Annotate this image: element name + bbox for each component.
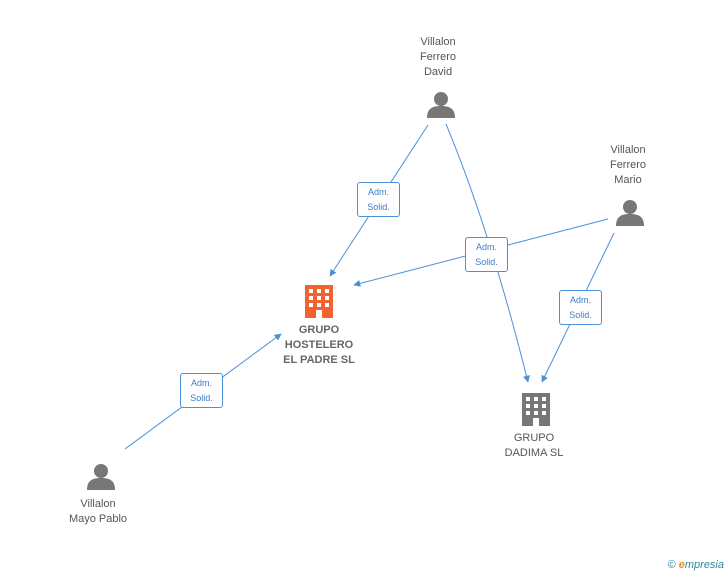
company-label-grupo-dadima[interactable]: GRUPO DADIMA SL — [504, 432, 564, 459]
edge-label-pablo-hostelero: Adm. Solid. — [180, 373, 223, 408]
empresia-logo: © empresia — [668, 559, 724, 571]
brand-name: mpresia — [684, 559, 724, 571]
person-label-villalon-mayo-pablo[interactable]: Villalon Mayo Pablo — [68, 498, 128, 525]
edge-label-mario-dadima: Adm. Solid. — [559, 290, 602, 325]
person-icon[interactable] — [616, 200, 644, 226]
person-label-villalon-ferrero-mario[interactable]: Villalon Ferrero Mario — [609, 144, 647, 186]
company-label-grupo-hostelero[interactable]: GRUPO HOSTELERO EL PADRE SL — [283, 324, 355, 366]
edge-label-david-hostelero: Adm. Solid. — [357, 182, 400, 217]
edge-label-david-mario-dadima-stacked: Adm. Solid. — [461, 234, 508, 272]
brand-initial: e — [678, 559, 685, 571]
person-icon[interactable] — [87, 464, 115, 490]
person-label-villalon-ferrero-david[interactable]: Villalon Ferrero David — [419, 36, 457, 78]
building-icon[interactable] — [305, 285, 333, 318]
copyright-symbol: © — [667, 559, 676, 571]
person-icon[interactable] — [427, 92, 455, 118]
building-icon[interactable] — [522, 393, 550, 426]
